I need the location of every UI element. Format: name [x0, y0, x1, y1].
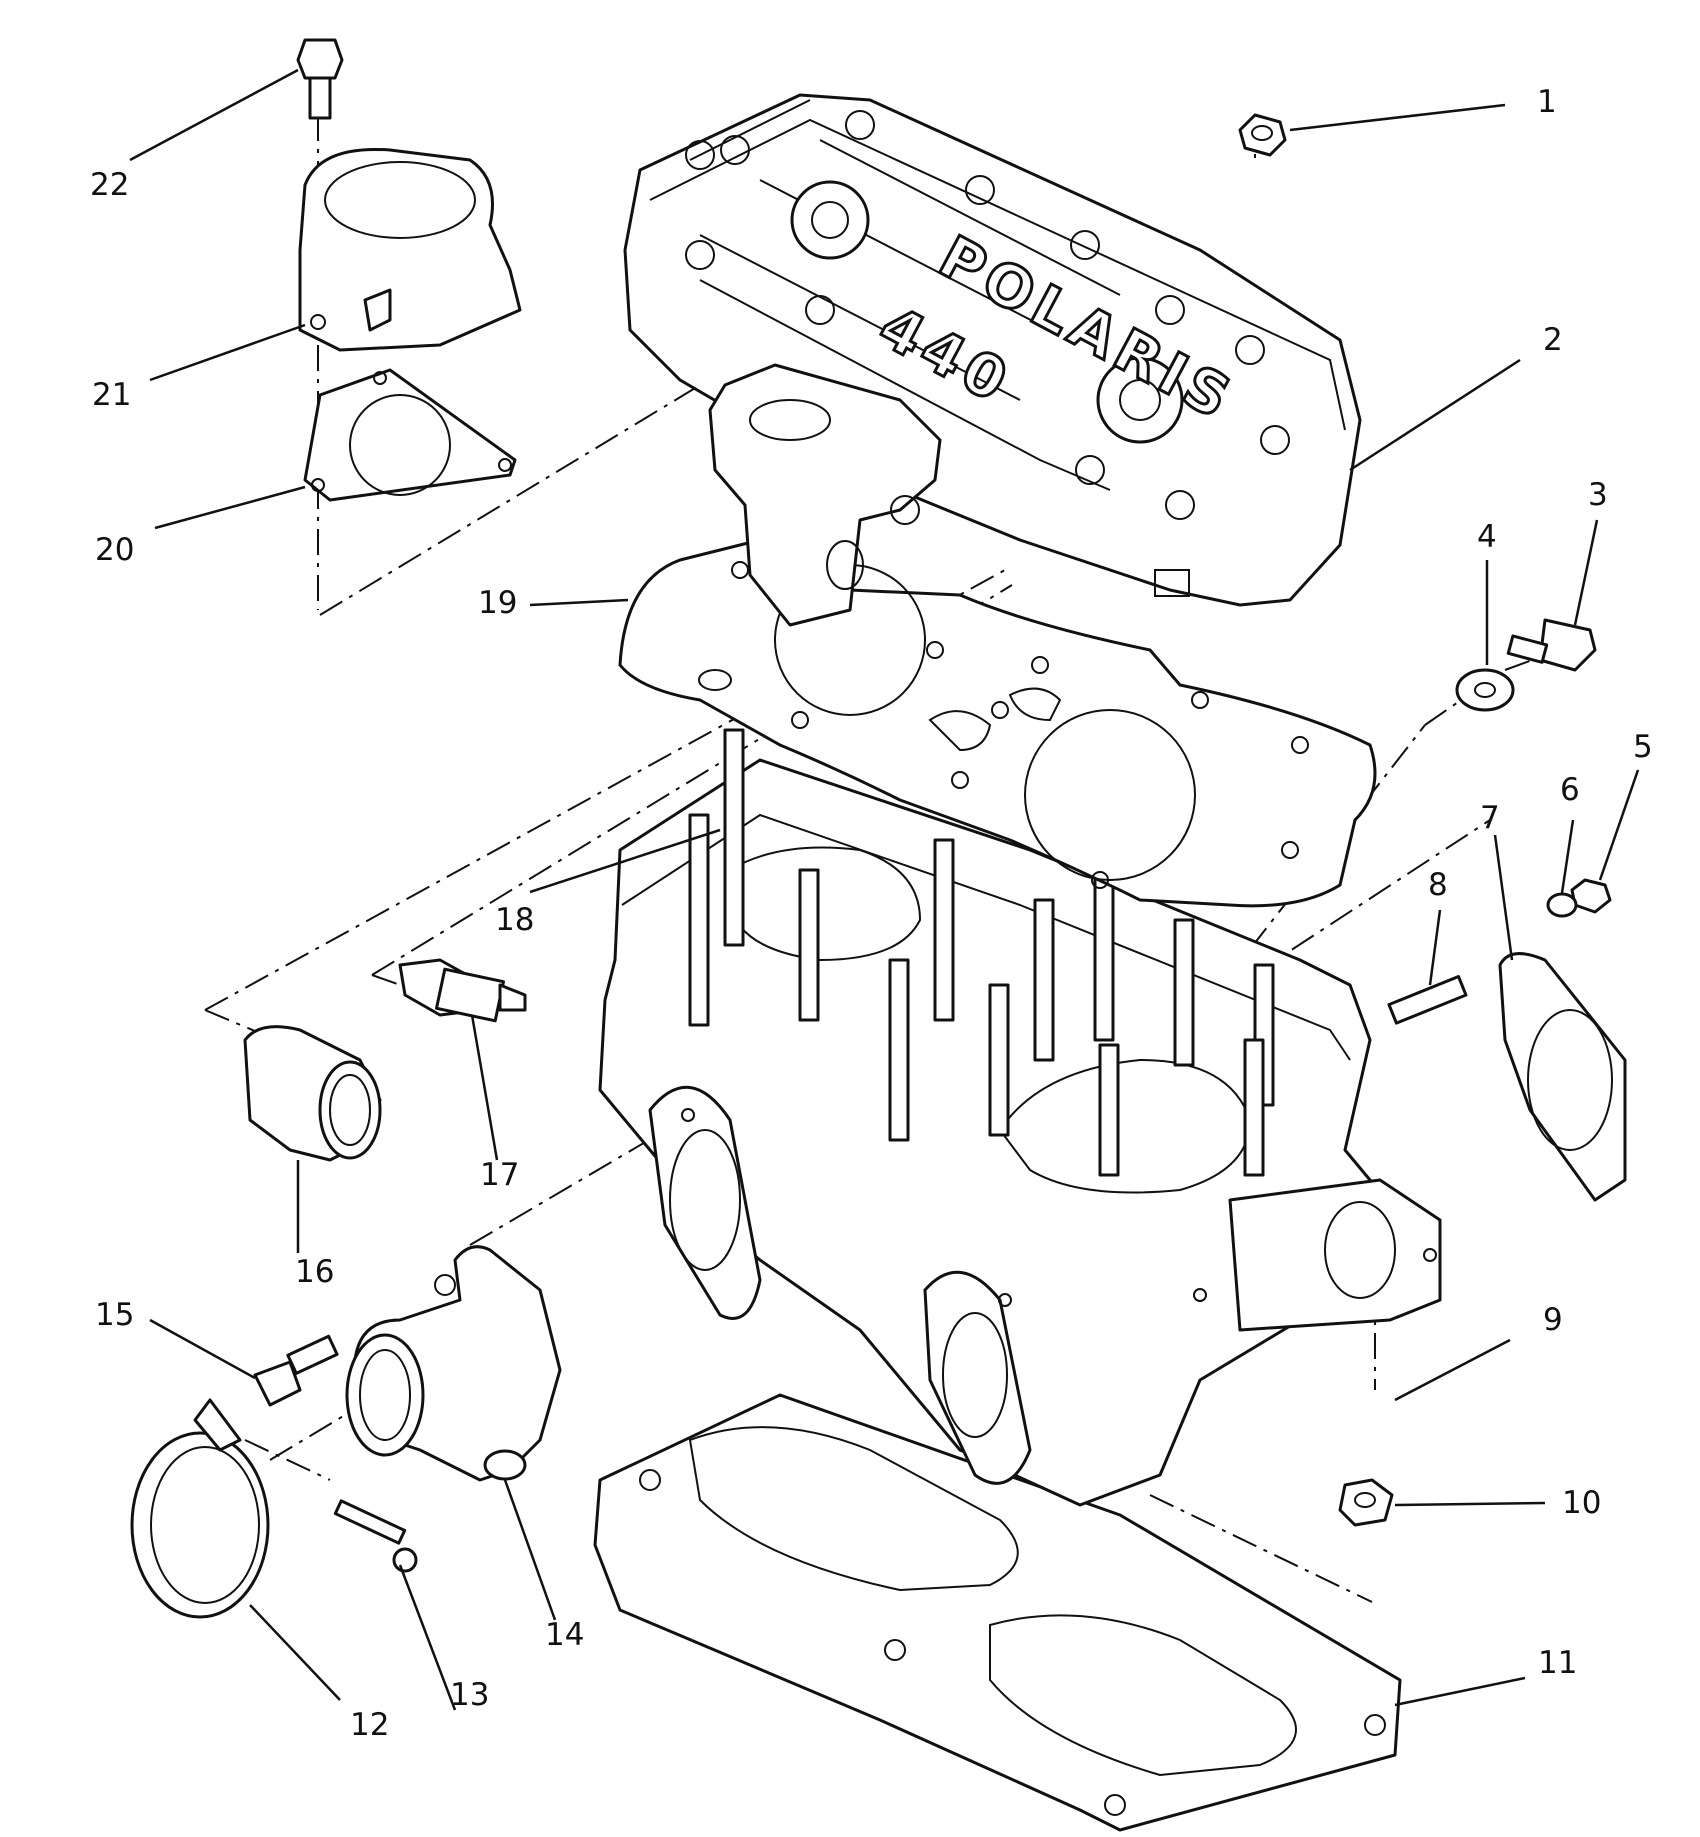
- callout-2: 2: [1543, 322, 1563, 358]
- leader-lines: [129, 68, 1640, 1711]
- callout-21: 21: [92, 377, 131, 413]
- flange-nut: [1570, 878, 1612, 914]
- callout-17: 17: [480, 1157, 519, 1193]
- callout-11: 11: [1538, 1645, 1577, 1681]
- intake-manifold: [345, 1245, 562, 1482]
- callout-18: 18: [495, 902, 534, 938]
- callout-9: 9: [1543, 1302, 1563, 1338]
- callout-12: 12: [350, 1707, 389, 1743]
- callout-7: 7: [1480, 800, 1500, 836]
- cylinder-head-cover: POLARIS 440: [623, 93, 1362, 607]
- thermostat: [243, 1025, 382, 1162]
- thermostat-housing: [708, 363, 942, 627]
- callout-3: 3: [1588, 477, 1608, 513]
- callout-14: 14: [545, 1617, 584, 1653]
- sealing-washer: [1455, 668, 1515, 712]
- water-outlet-housing: [298, 147, 522, 352]
- callout-13: 13: [450, 1677, 489, 1713]
- lock-washer: [1546, 892, 1578, 918]
- callout-8: 8: [1428, 867, 1448, 903]
- temperature-sensor: [398, 958, 527, 1023]
- callout-5: 5: [1633, 729, 1653, 765]
- cylinder-studs: [688, 728, 1275, 1177]
- manifold-screw: [253, 1334, 339, 1407]
- base-nut: [1338, 1478, 1394, 1527]
- callout-20: 20: [95, 532, 134, 568]
- banjo-bolt: [1506, 618, 1597, 672]
- callout-19: 19: [478, 585, 517, 621]
- callout-4: 4: [1477, 519, 1497, 555]
- exhaust-stud: [1387, 974, 1468, 1025]
- callout-1: 1: [1537, 84, 1557, 120]
- callout-16: 16: [295, 1254, 334, 1290]
- head-nut: [1238, 113, 1287, 157]
- outlet-gasket: [303, 368, 517, 502]
- hose-clamp: [130, 1398, 270, 1619]
- callout-numbers: 1 2 3 4 5 6 7 8 9 10 11 12 13 14 15 16 1…: [90, 84, 1653, 1743]
- clamp-screw: [333, 1499, 418, 1573]
- callout-10: 10: [1562, 1485, 1601, 1521]
- housing-bolt: [296, 38, 344, 120]
- exhaust-gasket: [1498, 952, 1627, 1202]
- callout-15: 15: [95, 1297, 134, 1333]
- callout-6: 6: [1560, 772, 1580, 808]
- callout-22: 22: [90, 167, 129, 203]
